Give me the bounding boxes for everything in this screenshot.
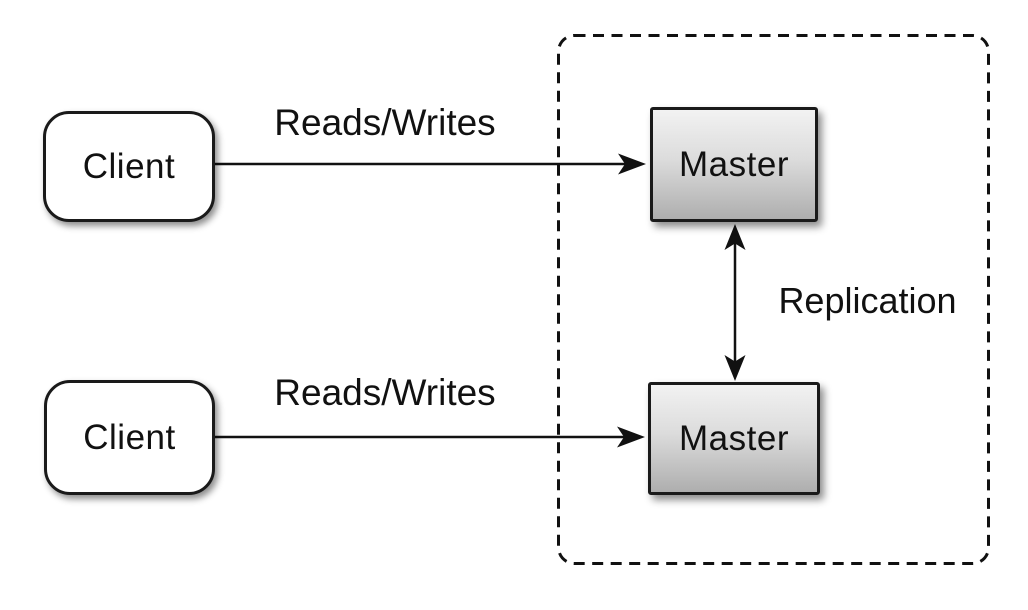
client-node-bottom: Client xyxy=(44,380,215,495)
client-node-top: Client xyxy=(43,111,215,222)
master-node-bottom-label: Master xyxy=(679,418,789,458)
master-node-top-label: Master xyxy=(679,144,789,184)
replication-label: Replication xyxy=(778,280,957,321)
client-node-bottom-label: Client xyxy=(83,417,176,457)
replication-group-boundary xyxy=(557,34,990,565)
client-node-top-label: Client xyxy=(82,146,176,186)
master-node-bottom: Master xyxy=(648,382,820,495)
reads-writes-arrow-bottom xyxy=(215,426,645,448)
master-node-top: Master xyxy=(650,107,818,222)
reads-writes-arrow-top xyxy=(215,153,646,175)
replication-arrow xyxy=(724,224,746,381)
reads-writes-label-bottom: Reads/Writes xyxy=(274,372,496,413)
reads-writes-label-top: Reads/Writes xyxy=(274,102,496,143)
